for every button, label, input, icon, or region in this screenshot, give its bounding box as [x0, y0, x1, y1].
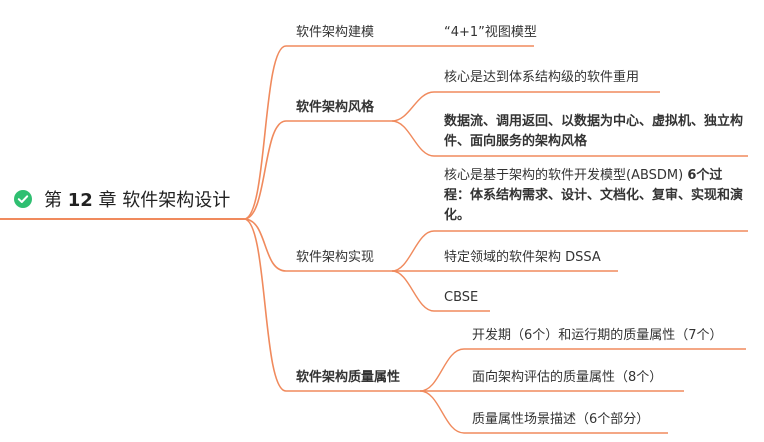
- leaf-quality-scenario[interactable]: 质量属性场景描述（6个部分）: [472, 412, 650, 427]
- branch-style[interactable]: 软件架构风格: [296, 100, 375, 115]
- root-title: 第 12 章 软件架构设计: [44, 190, 231, 211]
- link-style-child-0: [391, 91, 660, 122]
- leaf-cbse[interactable]: CBSE: [444, 290, 479, 305]
- link-root-quality: [243, 218, 287, 392]
- link-quality-child-0: [419, 348, 746, 392]
- link-root-modeling: [243, 45, 287, 220]
- leaf-arch-eval-quality[interactable]: 面向架构评估的质量属性（8个）: [472, 370, 663, 385]
- branch-modeling[interactable]: 软件架构建模: [296, 25, 375, 40]
- root-topic[interactable]: 第 12 章 软件架构设计: [14, 186, 230, 212]
- leaf-style-core[interactable]: 核心是达到体系结构级的软件重用: [444, 70, 640, 85]
- link-root-implementation: [243, 218, 287, 272]
- link-quality-child-2: [419, 390, 668, 434]
- link-root-style: [243, 120, 287, 220]
- leaf-4plus1-view-model[interactable]: “4+1”视图模型: [444, 25, 537, 40]
- check-circle-icon: [14, 190, 32, 208]
- link-style-child-1: [391, 120, 748, 157]
- leaf-absdm-plain: 核心是基于架构的软件开发模型(ABSDM): [444, 168, 688, 183]
- leaf-dev-runtime-quality[interactable]: 开发期（6个）和运行期的质量属性（7个）: [472, 328, 723, 343]
- leaf-dssa[interactable]: 特定领域的软件架构 DSSA: [444, 250, 601, 265]
- leaf-style-list[interactable]: 数据流、调用返回、以数据为中心、虚拟机、独立构件、面向服务的架构风格: [444, 114, 744, 149]
- leaf-absdm-bold: 6个过程：体系结构需求、设计、文档化、复审、实现和演化。: [444, 168, 744, 223]
- branch-quality[interactable]: 软件架构质量属性: [296, 370, 401, 385]
- link-implementation-child-2: [391, 270, 490, 312]
- link-implementation-child-0: [391, 230, 748, 272]
- branch-implementation[interactable]: 软件架构实现: [296, 250, 375, 265]
- leaf-absdm[interactable]: 核心是基于架构的软件开发模型(ABSDM) 6个过程：体系结构需求、设计、文档化…: [444, 166, 746, 226]
